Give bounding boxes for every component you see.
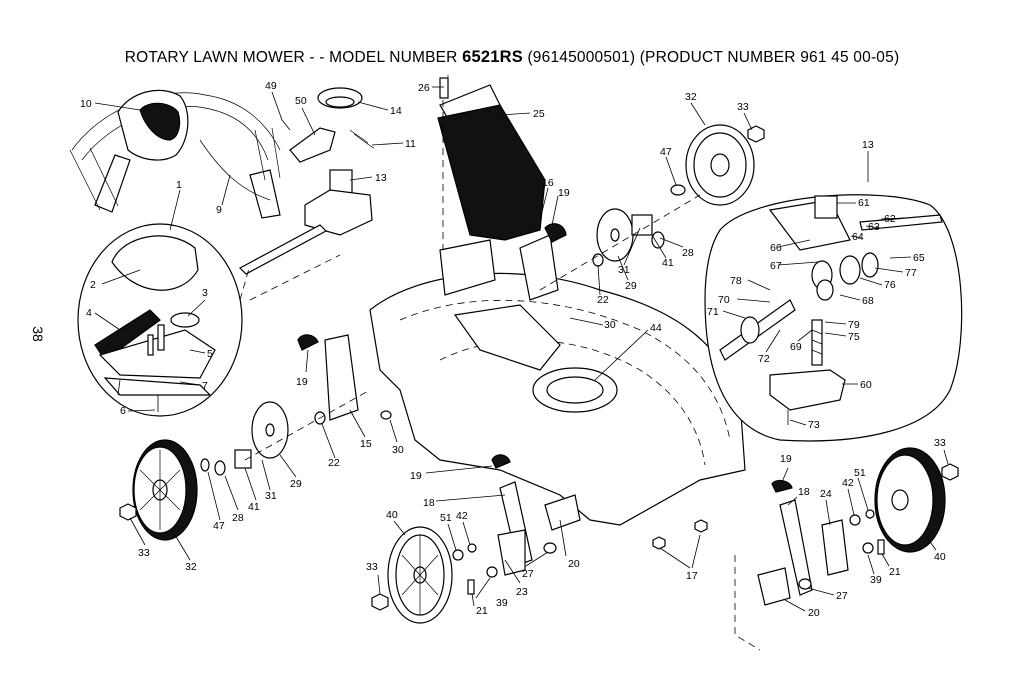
callout-40-right: 40 — [934, 551, 946, 563]
callout-1: 1 — [176, 179, 182, 191]
callout-18-right: 18 — [798, 486, 810, 498]
callout-65: 65 — [913, 252, 925, 264]
callout-labels: 10 1 9 2 3 4 5 7 6 49 50 14 11 13 26 25 … — [80, 80, 946, 619]
callout-22-left: 22 — [328, 457, 340, 469]
callout-33-top: 33 — [737, 101, 749, 113]
callout-29-left: 29 — [290, 478, 302, 490]
callout-67: 67 — [770, 260, 782, 272]
callout-16: 16 — [542, 177, 554, 189]
callout-13-gearbox: 13 — [375, 172, 387, 184]
callout-78: 78 — [730, 275, 742, 287]
callout-47-top: 47 — [660, 146, 672, 158]
callout-50: 50 — [295, 95, 307, 107]
callout-77: 77 — [905, 267, 917, 279]
callout-22-top: 22 — [597, 294, 609, 306]
callout-17: 17 — [686, 570, 698, 582]
callout-33-right: 33 — [934, 437, 946, 449]
callout-32-left: 32 — [185, 561, 197, 573]
callout-79: 79 — [848, 319, 860, 331]
callout-33-left: 33 — [138, 547, 150, 559]
callout-72: 72 — [758, 353, 770, 365]
callout-51-center: 51 — [440, 512, 452, 524]
callout-27-right: 27 — [836, 590, 848, 602]
callout-10: 10 — [80, 98, 92, 110]
callout-30-left: 30 — [392, 444, 404, 456]
callout-19-right: 19 — [780, 453, 792, 465]
callout-29-top: 29 — [625, 280, 637, 292]
callout-61: 61 — [858, 197, 870, 209]
callout-13-detail: 13 — [862, 139, 874, 151]
front-left-wheel-assembly — [119, 334, 392, 541]
callout-23: 23 — [516, 586, 528, 598]
mower-deck — [369, 239, 746, 526]
callout-3: 3 — [202, 287, 208, 299]
callout-24: 24 — [820, 488, 832, 500]
callout-7: 7 — [202, 380, 208, 392]
callout-20-right: 20 — [808, 607, 820, 619]
callout-21-center: 21 — [476, 605, 488, 617]
handle-assembly — [69, 89, 281, 219]
callout-68: 68 — [862, 295, 874, 307]
callout-69: 69 — [790, 341, 802, 353]
callout-25: 25 — [533, 108, 545, 120]
callout-21-right: 21 — [889, 566, 901, 578]
callout-40-center: 40 — [386, 509, 398, 521]
callout-39-center: 39 — [496, 597, 508, 609]
callout-14: 14 — [390, 105, 402, 117]
callout-19-top: 19 — [558, 187, 570, 199]
rear-right-wheel-assembly — [734, 447, 959, 651]
callout-5: 5 — [207, 348, 213, 360]
control-detail-circle — [77, 223, 243, 417]
callout-30-top: 30 — [604, 319, 616, 331]
callout-49: 49 — [265, 80, 277, 92]
callout-27-center: 27 — [522, 568, 534, 580]
callout-44: 44 — [650, 322, 662, 334]
callout-2: 2 — [90, 279, 96, 291]
callout-6: 6 — [120, 405, 126, 417]
callout-19-left: 19 — [296, 376, 308, 388]
callout-15: 15 — [360, 438, 372, 450]
callout-71: 71 — [707, 306, 719, 318]
callout-42-right: 42 — [842, 477, 854, 489]
callout-33-center: 33 — [366, 561, 378, 573]
callout-66: 66 — [770, 242, 782, 254]
grass-bag — [437, 75, 546, 330]
callout-51-right: 51 — [854, 467, 866, 479]
transmission-detail-circle — [704, 194, 963, 442]
callout-41-left: 41 — [248, 501, 260, 513]
title-prefix: ROTARY LAWN MOWER - - MODEL NUMBER — [124, 49, 458, 66]
callout-20-center: 20 — [568, 558, 580, 570]
callout-19-center: 19 — [410, 470, 422, 482]
callout-11: 11 — [405, 138, 416, 150]
callout-62: 62 — [884, 213, 896, 225]
callout-31-top: 31 — [618, 264, 630, 276]
callout-18-center: 18 — [423, 497, 435, 509]
callout-47-left: 47 — [213, 520, 225, 532]
title-suffix: (96145000501) (PRODUCT NUMBER 961 45 00-… — [527, 49, 900, 66]
callout-31-left: 31 — [265, 490, 277, 502]
callout-63: 63 — [868, 221, 880, 233]
diagram-title: ROTARY LAWN MOWER - - MODEL NUMBER 6521R… — [0, 48, 1024, 67]
callout-60: 60 — [860, 379, 872, 391]
callout-70: 70 — [718, 294, 730, 306]
callout-4: 4 — [86, 307, 92, 319]
leader-lines — [94, 86, 949, 612]
callout-32-top: 32 — [685, 91, 697, 103]
callout-76: 76 — [884, 279, 896, 291]
drive-assembly — [239, 87, 375, 301]
callout-42-center: 42 — [456, 510, 468, 522]
callout-9: 9 — [216, 204, 222, 216]
callout-26: 26 — [418, 82, 430, 94]
callout-73: 73 — [808, 419, 820, 431]
callout-28-top: 28 — [682, 247, 694, 259]
callout-75: 75 — [848, 331, 860, 343]
callout-28-left: 28 — [232, 512, 244, 524]
callout-39-right: 39 — [870, 574, 882, 586]
callout-41-top: 41 — [662, 257, 674, 269]
center-height-adjuster — [371, 454, 708, 624]
rear-axle-parts — [519, 124, 765, 301]
model-number: 6521RS — [462, 48, 523, 66]
callout-64: 64 — [852, 231, 864, 243]
